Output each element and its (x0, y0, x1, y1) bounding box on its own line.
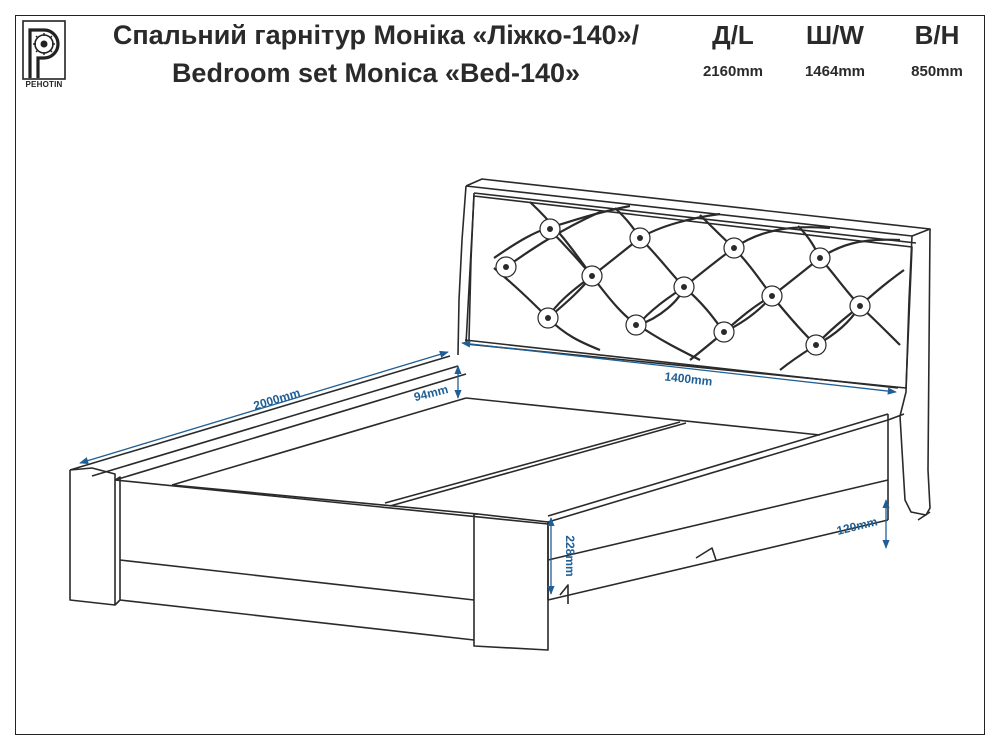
tuft-button-centers (503, 226, 863, 348)
tuft-buttons (495, 218, 871, 356)
page-title: Спальний гарнітур Моніка «Ліжко-140»/ Be… (78, 16, 674, 92)
pehotin-logo-icon (22, 20, 66, 80)
leg-height-label: 228mm (563, 535, 577, 576)
length-key: Д/L (712, 20, 754, 50)
title-en: Bedroom set Monica «Bed-140» (171, 58, 581, 88)
sheet-frame (15, 15, 985, 735)
width-value: 1464mm (804, 63, 866, 80)
length-dimension-line (79, 350, 449, 465)
overall-height: В/Н 850mm (892, 18, 982, 82)
overall-length: Д/L 2160mm (688, 18, 778, 82)
width-key: Ш/W (806, 20, 864, 50)
width-label: 1400mm (664, 369, 713, 388)
width-dimension-line (461, 340, 897, 395)
title-ua: Спальний гарнітур Моніка «Ліжко-140»/ (112, 20, 640, 50)
dimension-lines (79, 340, 897, 595)
frame-height-label: 94mm (413, 382, 450, 404)
bed-outline (69, 178, 931, 651)
height-key: В/Н (914, 20, 960, 50)
height-value: 850mm (911, 63, 963, 80)
length-value: 2160mm (702, 63, 764, 80)
clearance-label: 120mm (835, 514, 879, 538)
logo-label: PEHOTIN (25, 80, 63, 89)
overall-width: Ш/W 1464mm (790, 18, 880, 82)
